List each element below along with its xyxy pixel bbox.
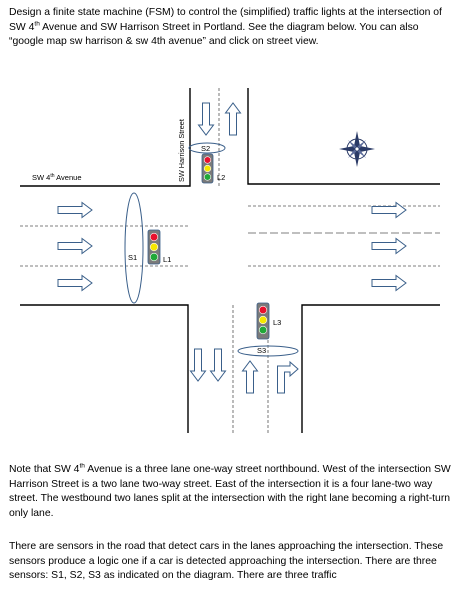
arrow-down-icon [190,348,206,382]
note-text-2: Avenue is a three lane one-way street no… [9,464,451,519]
arrow-down-icon [210,348,226,382]
arrow-right-icon [57,275,93,291]
lane-dividers [20,88,440,433]
light-label-l2: L2 [217,173,225,182]
note-paragraph: Note that SW 4th Avenue is a three lane … [9,463,455,521]
arrow-right-icon [57,238,93,254]
arrow-up-icon [242,360,258,394]
arrow-down-icon [198,102,214,136]
sensors-paragraph: There are sensors in the road that detec… [9,541,444,582]
arrow-right-icon [57,202,93,218]
traffic-light-l3 [256,302,270,340]
svg-text:S3: S3 [257,346,266,355]
sensor-s3: S3 [237,345,299,357]
note-text-1: Note that SW 4 [9,464,80,475]
arrow-right-icon [371,202,407,218]
light-label-l3: L3 [273,318,281,327]
arrow-right-icon [371,275,407,291]
traffic-light-l2 [201,153,214,184]
sensor-s1: S1 [124,192,144,304]
arrow-up-right-turn-icon [277,360,299,394]
arrow-up-icon [225,102,241,136]
avenue-label: SW 4th Avenue [32,173,82,182]
compass-rose-icon [339,131,375,167]
svg-text:S2: S2 [201,144,210,153]
street-label: SW Harrison Street [177,119,186,182]
light-label-l1: L1 [163,255,171,264]
intro-superscript: th [34,20,40,28]
arrow-right-icon [371,238,407,254]
sensor-s2: S2 [188,142,226,154]
road-edges [20,88,440,433]
svg-text:S1: S1 [128,253,137,262]
intro-text-1: Design a finite state machine (FSM) to c… [9,7,442,33]
traffic-light-l1 [147,229,161,265]
intro-paragraph: Design a finite state machine (FSM) to c… [9,6,455,50]
intersection-diagram: SW 4th Avenue SW Harrison Street S2 [20,88,440,433]
intro-text-2: Avenue and SW Harrison Street in Portlan… [9,21,419,48]
note-superscript: th [79,462,85,470]
